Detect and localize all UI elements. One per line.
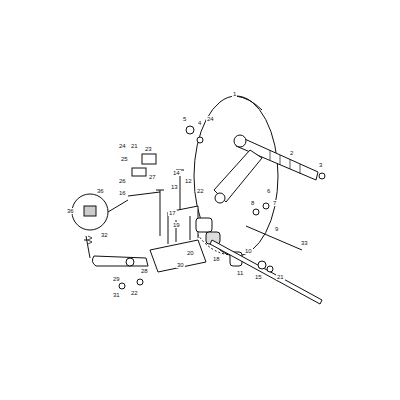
inset-part [84, 206, 96, 216]
callout-number: 2 [289, 150, 294, 156]
callout-number: 28 [140, 268, 149, 274]
washer [253, 209, 259, 215]
callout-number: 6 [266, 188, 271, 194]
callout-number: 12 [184, 178, 193, 184]
callout-number: 18 [212, 256, 221, 262]
nut [186, 126, 194, 134]
nut [119, 283, 125, 289]
callout-number: 26 [118, 178, 127, 184]
lever-eye [126, 258, 134, 266]
clamp [142, 154, 156, 164]
washer [197, 137, 203, 143]
callout-number: 17 [168, 210, 177, 216]
shaft-boss [234, 135, 246, 147]
inset-leader [108, 200, 128, 212]
callout-number: 8 [250, 200, 255, 206]
callout-number: 22 [196, 188, 205, 194]
callout-number: 25 [120, 156, 129, 162]
bolt [176, 170, 184, 210]
callout-number: 36 [66, 208, 75, 214]
shaft-splines [270, 150, 300, 174]
inset-circle [72, 194, 108, 230]
nut [263, 203, 269, 209]
callout-number: 16 [118, 190, 127, 196]
callout-number: 3 [318, 162, 323, 168]
pedal-lever [92, 256, 148, 266]
pull-rod [210, 240, 322, 304]
callout-number: 24 [118, 143, 127, 149]
callout-number: 21 [276, 274, 285, 280]
callout-number: 29 [112, 276, 121, 282]
lever-arm [214, 150, 262, 202]
washer [258, 261, 266, 269]
callout-number: 32 [100, 232, 109, 238]
callout-number: 30 [176, 262, 185, 268]
nut [319, 173, 325, 179]
callout-number: 10 [244, 248, 253, 254]
bolt [156, 190, 164, 236]
base-plate [150, 240, 206, 272]
nut [137, 279, 143, 285]
callout-number: 1 [232, 91, 237, 97]
callout-number: 24 [206, 116, 215, 122]
callout-number: 19 [172, 222, 181, 228]
disc [194, 96, 278, 256]
callout-number: 9 [274, 226, 279, 232]
callout-number: 31 [112, 292, 121, 298]
callout-number: 7 [272, 200, 277, 206]
clamp [132, 168, 146, 176]
lever-eye [215, 193, 225, 203]
callout-number: 33 [300, 240, 309, 246]
callout-number: 14 [172, 170, 181, 176]
nut [267, 266, 273, 272]
rod-small [246, 226, 302, 250]
callout-number: 13 [170, 184, 179, 190]
callout-number: 36 [96, 188, 105, 194]
disc-rim [236, 96, 262, 110]
bracket [168, 206, 198, 244]
callout-number: 22 [130, 290, 139, 296]
callout-number: 15 [254, 274, 263, 280]
bracket-ribs [176, 216, 190, 242]
callout-number: 21 [130, 143, 139, 149]
bush [196, 218, 212, 232]
callout-number: 4 [197, 120, 202, 126]
callout-number: 27 [148, 174, 157, 180]
callout-number: 23 [144, 146, 153, 152]
callout-number: 5 [182, 116, 187, 122]
bolt-horizontal [128, 192, 160, 196]
callout-number: 20 [186, 250, 195, 256]
callout-number: 11 [236, 270, 244, 276]
spring [88, 236, 92, 244]
